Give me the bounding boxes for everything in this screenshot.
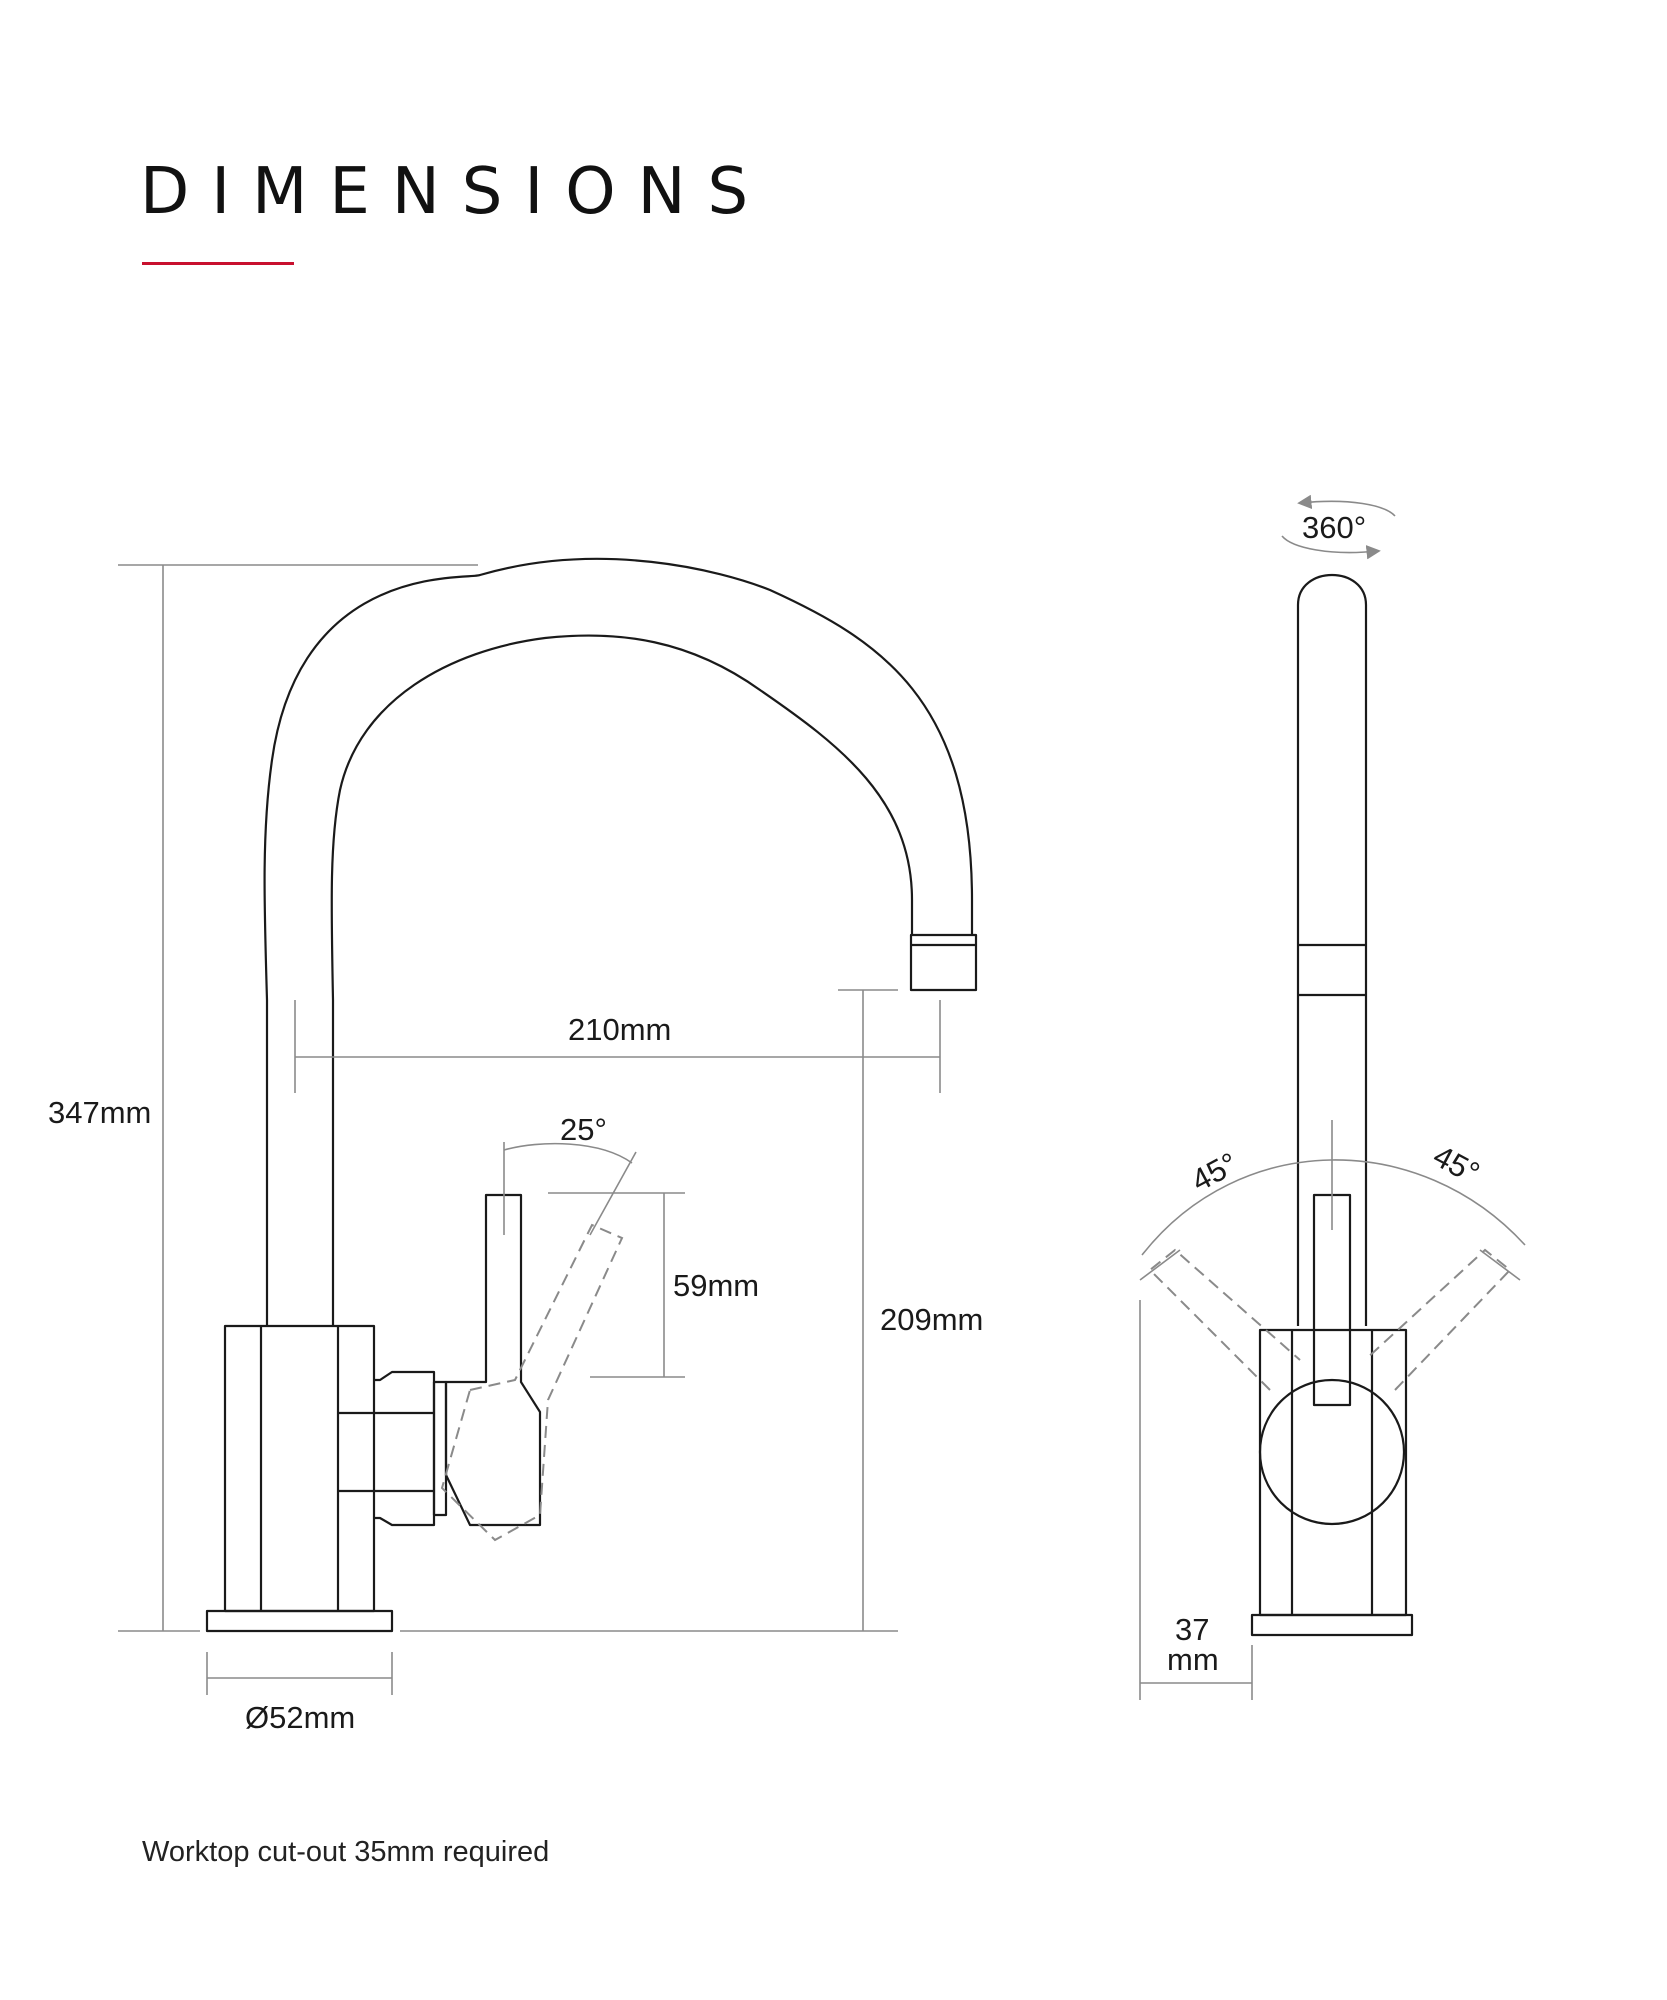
side-angle-left-label: 45° [1186, 1146, 1244, 1199]
spout-inner [330, 634, 914, 1326]
side-width-value: 37 [1175, 1612, 1209, 1647]
tap-body [223, 1324, 376, 1613]
lever-housing [374, 1370, 436, 1527]
spout-height-label: 209mm [880, 1302, 983, 1337]
side-spout [1296, 574, 1368, 1326]
handle-height-label: 59mm [673, 1268, 759, 1303]
side-base-plate [1250, 1613, 1414, 1637]
swivel-label: 360° [1302, 510, 1366, 545]
spout-aerator [909, 933, 978, 992]
handle-angle-label: 25° [560, 1112, 607, 1147]
lever-handle [444, 1193, 542, 1527]
footnote: Worktop cut-out 35mm required [142, 1836, 550, 1868]
base-plate [205, 1609, 394, 1633]
spout-outer [263, 557, 974, 1326]
base-diameter-label: Ø52mm [245, 1700, 355, 1735]
page-title: DIMENSIONS [140, 155, 771, 229]
lever-ghost [440, 1223, 624, 1542]
side-angle-right-label: 45° [1428, 1138, 1486, 1191]
side-body [1258, 1328, 1408, 1617]
side-width-unit: mm [1167, 1642, 1219, 1677]
height-total-label: 347mm [48, 1095, 151, 1130]
side-lever-cap [1258, 1378, 1406, 1526]
reach-label: 210mm [568, 1012, 671, 1047]
front-view: 347mm 210mm 209mm 59mm 25° Ø52mm [48, 557, 983, 1735]
side-view: 360° 45° 45° 37 mm [1139, 494, 1526, 1700]
title-underline [142, 262, 294, 265]
